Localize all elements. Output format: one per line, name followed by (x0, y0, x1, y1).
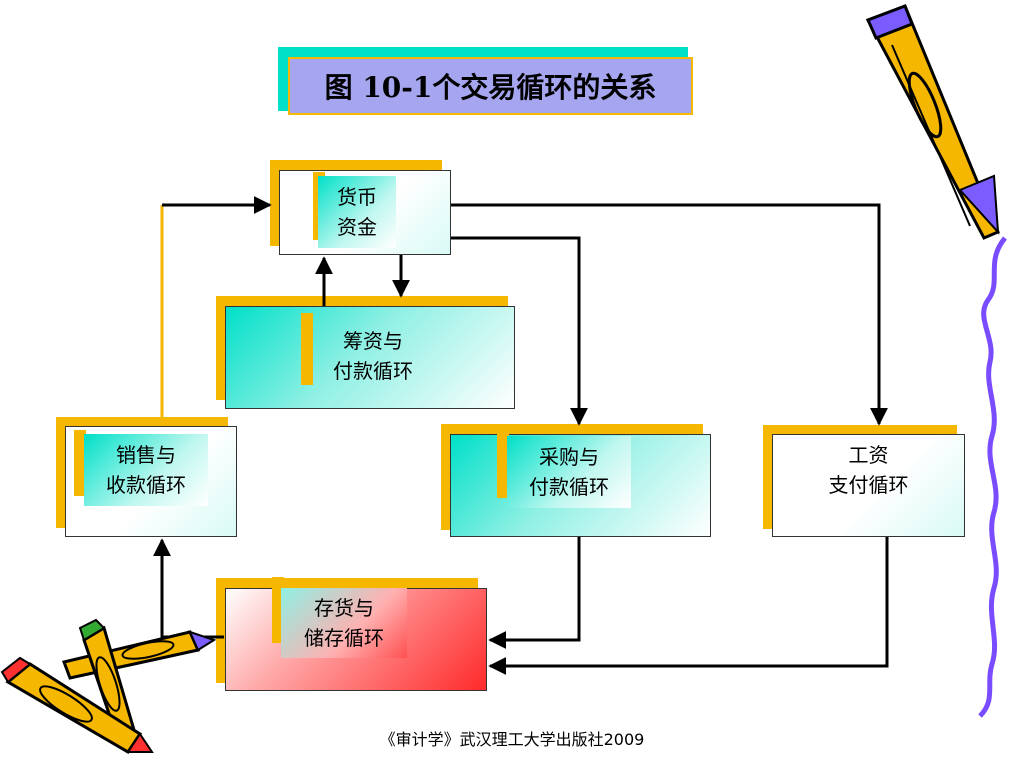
connector-currency-to-payroll (451, 203, 888, 426)
footer-citation: 《审计学》武汉理工大学出版社2009 (379, 730, 645, 749)
node-label-line2: 支付循环 (828, 473, 909, 497)
node-label-line2: 付款循环 (529, 475, 609, 499)
connector-payroll-to-inventory (488, 537, 889, 675)
node-label: 存货与 储存循环 (281, 588, 407, 658)
node-label-line1: 货币 (337, 185, 377, 209)
node-label-line1: 存货与 (314, 596, 374, 620)
node-label: 货币 资金 (318, 176, 396, 248)
node-label-line1: 销售与 (116, 443, 176, 467)
connector-purchase-to-inventory (488, 537, 581, 649)
node-label-line2: 储存循环 (304, 626, 384, 650)
node-label-line2: 付款循环 (333, 359, 413, 383)
node-label-line2: 资金 (337, 215, 377, 239)
node-label: 工资 支付循环 (772, 434, 965, 537)
node-label-line1: 采购与 (539, 445, 599, 469)
node-label: 采购与 付款循环 (507, 436, 631, 508)
slide-title: 图 10-1个交易循环的关系 (288, 57, 693, 115)
pencil-icon (78, 618, 136, 743)
connector-currency-to-purchase (451, 236, 588, 426)
pencil-icon (0, 656, 154, 755)
node-label: 筹资与 付款循环 (312, 318, 434, 394)
wavy-line-decoration (978, 236, 1008, 718)
node-label-line2: 收款循环 (106, 473, 186, 497)
node-label-line1: 工资 (848, 443, 889, 467)
pencil-icon (865, 4, 1000, 240)
connector-inventory-to-sales (153, 538, 224, 639)
node-label: 销售与 收款循环 (84, 434, 208, 506)
node-label-line1: 筹资与 (343, 329, 403, 353)
